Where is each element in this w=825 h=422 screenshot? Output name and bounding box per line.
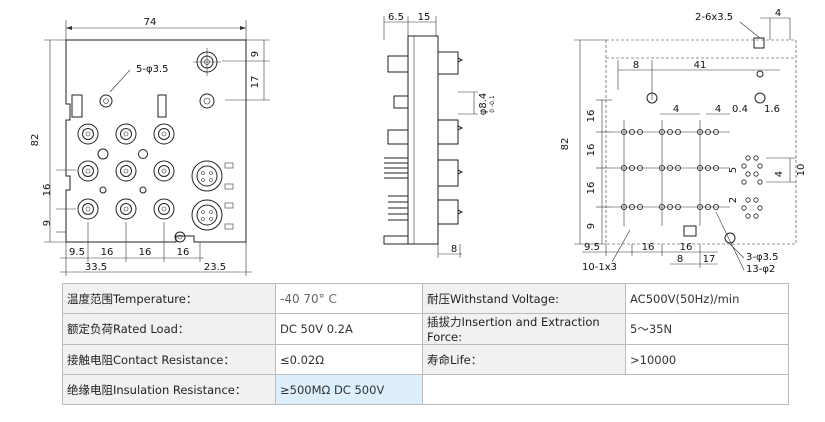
- dim-side-15: 15: [418, 12, 431, 23]
- dim-side-6-5: 6.5: [388, 12, 404, 23]
- dim-layout-41: 41: [694, 60, 707, 71]
- dim-side-8: 8: [451, 244, 457, 255]
- round-connector-upper: [191, 160, 234, 192]
- dim-bottom-23-5: 23.5: [204, 262, 226, 273]
- dim-layout-1-6: 1.6: [764, 104, 780, 115]
- dim-layout-r2: 2: [728, 197, 739, 203]
- dim-bottom-16a: 16: [101, 247, 114, 258]
- spec-value-rated-load: DC 50V 0.2A: [276, 314, 422, 344]
- technical-drawing: 74 9 17 82 16 9 5-φ3.5: [30, 8, 807, 276]
- dim-layout-left-9: 9: [586, 223, 597, 229]
- dim-side-pin-dia: φ8.4: [478, 93, 489, 116]
- spec-row: 绝缘电阻Insulation Resistance： ≥500MΩ DC 500…: [63, 375, 788, 404]
- dim-layout-left-16b: 16: [586, 144, 597, 157]
- hole-note: 5-φ3.5: [136, 64, 168, 75]
- dim-layout-b9-5: 9.5: [584, 242, 600, 253]
- dim-layout-b10x3: 10-1x3: [582, 262, 617, 273]
- dim-layout-0-4: 0.4: [732, 104, 748, 115]
- dim-layout-b16b: 16: [680, 242, 693, 253]
- spec-value-withstand-voltage: AC500V(50Hz)/min: [626, 284, 788, 313]
- spec-label-insulation-resistance: 绝缘电阻Insulation Resistance：: [63, 375, 275, 404]
- side-view: 6.5 15 φ8.4 0 -0.1: [383, 12, 496, 258]
- spec-value-contact-resistance: ≤0.02Ω: [276, 345, 422, 374]
- dim-layout-4b: 4: [715, 104, 721, 115]
- dim-layout-b3x3-5: 3-φ3.5: [746, 252, 778, 263]
- dim-layout-b16a: 16: [642, 242, 655, 253]
- circular-pin-groups: [741, 155, 763, 219]
- dim-left-9: 9: [42, 220, 53, 226]
- spec-empty-cell: [423, 375, 788, 404]
- dim-layout-4a: 4: [673, 104, 679, 115]
- dim-height-82: 82: [30, 134, 41, 147]
- spec-value-insulation-resistance: ≥500MΩ DC 500V: [276, 375, 422, 404]
- dim-layout-82: 82: [560, 138, 571, 151]
- dim-layout-top-4: 4: [775, 8, 781, 19]
- panel-cutout-view: 2-6x3.5 4 8 41 4 4 0.4 1.6: [560, 8, 807, 275]
- spec-row: 额定负荷Rated Load： DC 50V 0.2A 插拔力Insertion…: [63, 314, 788, 344]
- dim-right-17: 17: [250, 76, 261, 89]
- dim-width: 74: [144, 17, 157, 28]
- spec-label-temperature: 温度范围Temperature：: [63, 284, 275, 313]
- spec-value-temperature-text: -40 70° C: [280, 291, 337, 306]
- spec-label-life: 寿命Life：: [423, 345, 625, 374]
- spec-value-insertion-force: 5～35N: [626, 314, 788, 344]
- dim-bottom-9-5: 9.5: [69, 247, 85, 258]
- dim-bottom-16b: 16: [139, 247, 152, 258]
- front-view: 74 9 17 82 16 9 5-φ3.5: [30, 17, 270, 276]
- contact-rows: [612, 120, 730, 226]
- spec-row: 接触电阻Contact Resistance： ≤0.02Ω 寿命Life： >…: [63, 345, 788, 374]
- dim-layout-8: 8: [633, 60, 639, 71]
- dim-layout-b8: 8: [677, 254, 683, 265]
- dim-layout-b13x2: 13-φ2: [746, 264, 775, 275]
- dim-layout-r5: 5: [728, 167, 739, 173]
- dim-side-pin-tol: 0 -0.1: [489, 95, 496, 113]
- round-connector-lower: [191, 199, 234, 231]
- dim-bottom-16c: 16: [177, 247, 190, 258]
- spec-label-insertion-force: 插拔力Insertion and Extraction Force:: [423, 314, 625, 344]
- socket-grid: [77, 123, 175, 220]
- spec-value-life: >10000: [626, 345, 788, 374]
- dim-layout-b17: 17: [703, 254, 716, 265]
- spec-table: 温度范围Temperature： -40 70° C 耐压Withstand V…: [62, 283, 789, 405]
- dim-layout-left-16a: 16: [586, 110, 597, 123]
- holes-note: 2-6x3.5: [695, 12, 733, 23]
- dim-layout-r4: 4: [774, 171, 785, 177]
- dim-layout-left-16c: 16: [586, 182, 597, 195]
- dim-bottom-33-5: 33.5: [85, 262, 107, 273]
- spec-label-contact-resistance: 接触电阻Contact Resistance：: [63, 345, 275, 374]
- spec-label-rated-load: 额定负荷Rated Load：: [63, 314, 275, 344]
- dim-top-right-9: 9: [250, 51, 261, 57]
- spec-value-temperature: -40 70° C: [276, 284, 422, 313]
- dim-layout-r10: 10: [796, 164, 807, 177]
- spec-label-withstand-voltage: 耐压Withstand Voltage:: [423, 284, 625, 313]
- dim-left-16: 16: [42, 184, 53, 197]
- spec-row: 温度范围Temperature： -40 70° C 耐压Withstand V…: [63, 284, 788, 313]
